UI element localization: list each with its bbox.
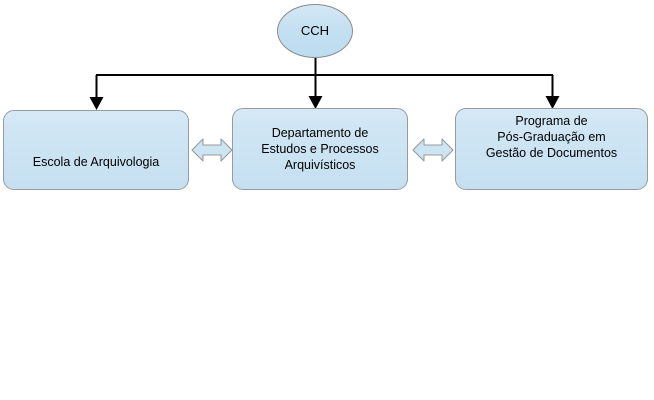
node-programa-main-text: Programa de Pós-Graduação em Gestão de D… (485, 114, 618, 160)
node-cch-label: CCH (300, 22, 330, 38)
double-arrow-departamento-programa (412, 138, 454, 162)
node-programa-pos-graduacao[interactable]: Programa de Pós-Graduação em Gestão de D… (455, 108, 648, 190)
arrowhead-escola (89, 97, 104, 110)
node-programa-label: Programa de Pós-Graduação em Gestão de D… (484, 109, 619, 189)
node-programa-clipped-line: . (549, 162, 554, 176)
node-departamento-label: Departamento de Estudos e Processos Arqu… (261, 126, 379, 172)
double-arrow-escola-departamento (191, 138, 233, 162)
node-departamento-estudos-processos[interactable]: Departamento de Estudos e Processos Arqu… (232, 108, 408, 190)
node-escola-de-arquivologia[interactable]: Escola de Arquivologia (3, 110, 189, 190)
node-cch[interactable]: CCH (277, 4, 353, 58)
node-escola-label: Escola de Arquivologia (32, 155, 160, 169)
